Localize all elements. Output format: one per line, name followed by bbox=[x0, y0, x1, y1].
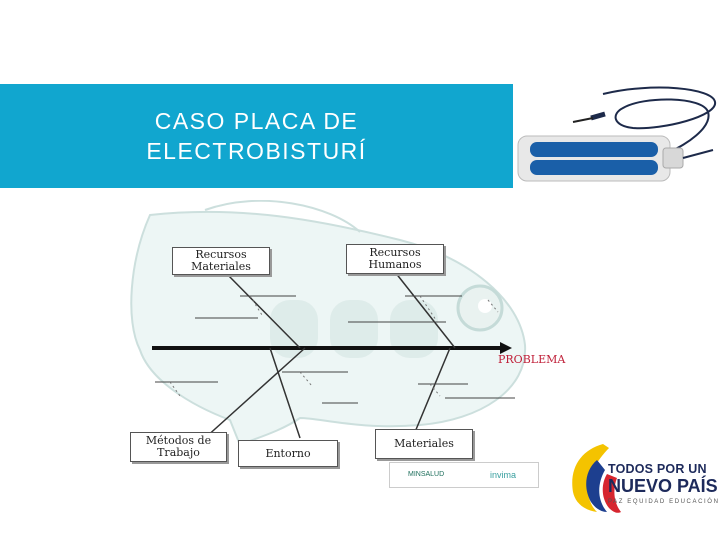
gov-logo-line-3: PAZ EQUIDAD EDUCACIÓN bbox=[608, 499, 720, 505]
problem-label: PROBLEMA bbox=[498, 353, 566, 366]
slide-title-line-2: ELECTROBISTURÍ bbox=[146, 138, 367, 164]
cause-entorno-label: Entorno bbox=[265, 446, 311, 460]
minsalud-logo-text: MINSALUD bbox=[408, 471, 445, 478]
cause-recursos-materiales-line-2: Materiales bbox=[191, 260, 251, 273]
electrosurgical-plate-image bbox=[513, 84, 720, 188]
cause-recursos-materiales-line-1: Recursos bbox=[195, 248, 247, 261]
todos-por-un-nuevo-pais-logo-mark bbox=[572, 444, 621, 513]
cause-materiales: Materiales bbox=[375, 429, 473, 459]
gov-logo-line-1: TODOS POR UN bbox=[608, 462, 707, 476]
cause-materiales-label: Materiales bbox=[394, 437, 454, 450]
title-banner: CASO PLACA DE ELECTROBISTURÍ bbox=[0, 84, 513, 188]
cause-recursos-humanos-line-2: Humanos bbox=[368, 258, 422, 271]
cause-recursos-humanos-line-1: Recursos bbox=[369, 246, 421, 259]
slide-title-line-1: CASO PLACA DE bbox=[154, 108, 359, 134]
cause-recursos-materiales: Recursos Materiales bbox=[172, 247, 270, 275]
cause-metodos-line-1: Métodos de bbox=[145, 434, 212, 447]
cause-metodos-line-2: Trabajo bbox=[157, 446, 200, 459]
fish-watermark bbox=[130, 200, 527, 447]
cause-entorno: Entorno bbox=[238, 440, 338, 467]
institution-logos-strip: MINSALUD invima bbox=[389, 462, 539, 488]
cause-recursos-humanos: Recursos Humanos bbox=[346, 244, 444, 274]
gov-logo-line-2: NUEVO PAÍS bbox=[608, 476, 718, 496]
invima-logo-text: invima bbox=[490, 470, 517, 480]
cause-metodos-de-trabajo: Métodos de Trabajo bbox=[130, 432, 227, 462]
